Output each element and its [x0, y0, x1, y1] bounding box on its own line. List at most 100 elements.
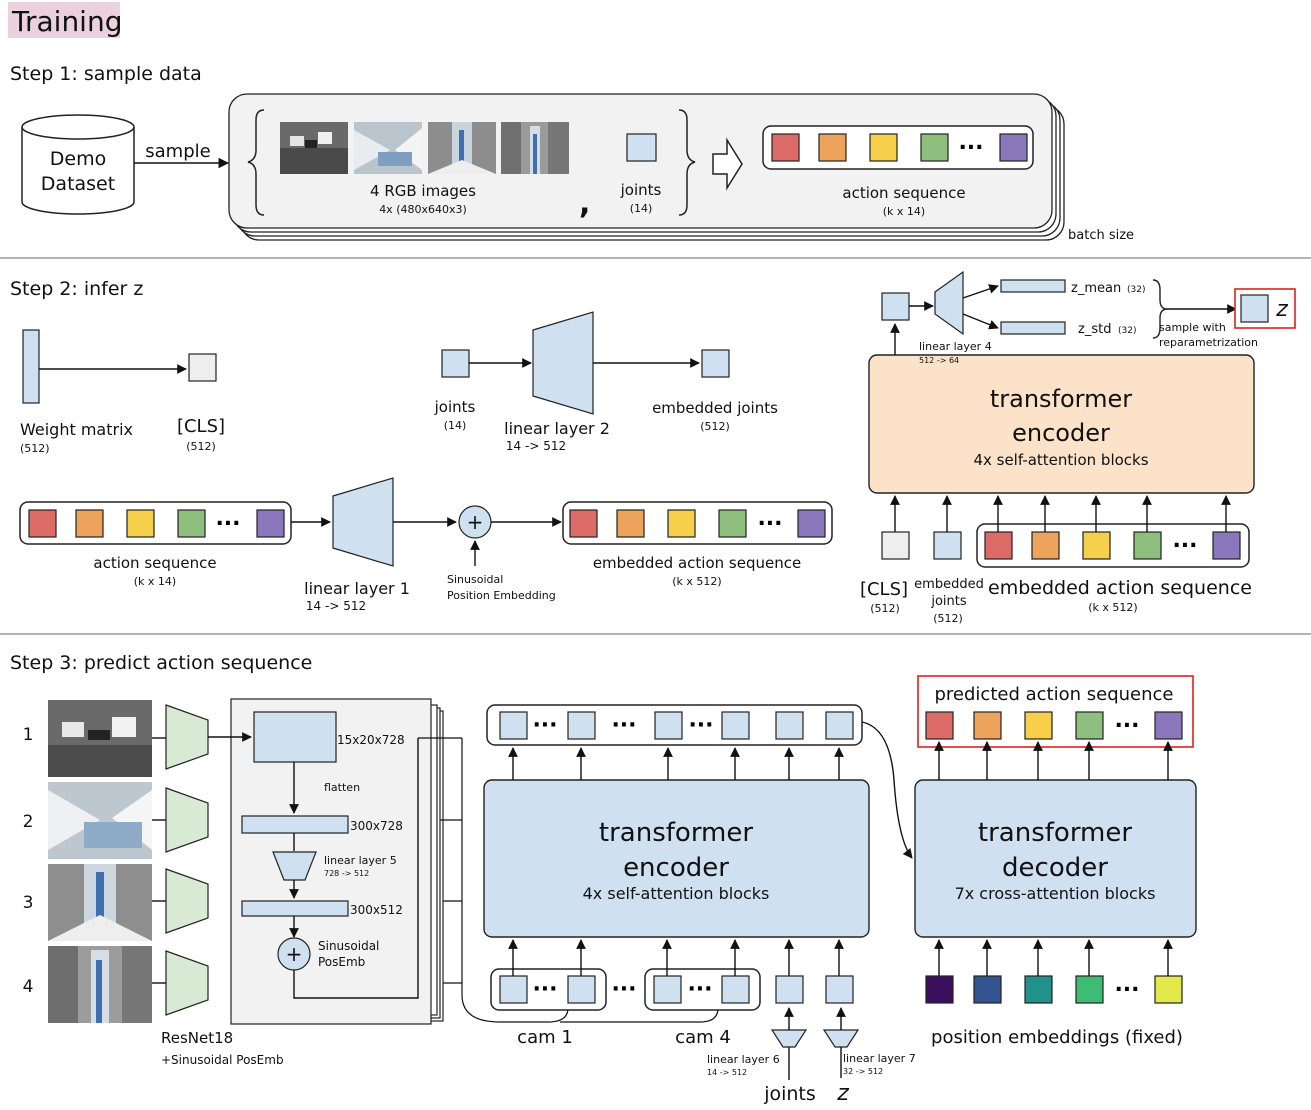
batch-size-label: batch size: [1068, 228, 1134, 243]
embedded-action-group: [562, 501, 833, 545]
enc3-title-2: encoder: [623, 853, 729, 883]
dataset-cylinder-icon: [21, 114, 135, 215]
feature-map-label-1: 15x20x728: [337, 733, 405, 747]
emb-joints-input-label-2: joints: [930, 594, 967, 609]
reparam-label: reparametrization: [1159, 336, 1258, 349]
linear7-sub: 32 -> 512: [843, 1067, 883, 1076]
cam-image-3: [48, 864, 152, 941]
camera-image-4: [501, 122, 569, 174]
feature-map-label-3: 300x512: [350, 903, 403, 917]
action-sequence-group-s2: [19, 501, 292, 545]
cam-to-resnet-lines: [152, 737, 166, 984]
action-s2-token-4: [177, 509, 206, 538]
joints-label-s2: joints: [434, 398, 476, 416]
resnet-label: ResNet18: [161, 1029, 233, 1047]
action-s1-token-2: [818, 133, 847, 162]
encoder-title-2: encoder: [1012, 419, 1110, 447]
camera-image-3: [428, 122, 496, 174]
dec-title-1: transformer: [978, 818, 1132, 848]
cam4-label: cam 4: [675, 1027, 731, 1048]
z-symbol-s3: z: [836, 1081, 849, 1106]
pos-emb-label: position embeddings (fixed): [931, 1027, 1183, 1048]
linear1-sub: 14 -> 512: [306, 599, 366, 613]
joints-token: [626, 133, 657, 162]
dec-sub: 7x cross-attention blocks: [955, 884, 1156, 903]
pos-emb-token-3: [1024, 975, 1053, 1004]
feature-loop-line: [293, 738, 419, 999]
cls-label: [CLS]: [177, 416, 225, 437]
linear1-label: linear layer 1: [304, 579, 410, 598]
z-std-sub: (32): [1118, 326, 1136, 336]
cam-image-1: [48, 700, 152, 777]
encoder-output-token-5: [775, 711, 804, 740]
right-brace: [678, 109, 696, 216]
z-mean-sub: (32): [1127, 285, 1145, 295]
predicted-token-1: [925, 711, 954, 740]
linear7-label: linear layer 7: [843, 1052, 916, 1065]
linear-layer-1-icon: [332, 477, 394, 567]
linear2-sub: 14 -> 512: [506, 439, 566, 453]
encoder-output-token-2: [567, 711, 596, 740]
action-sequence-group: [762, 125, 1034, 170]
sinusoidal-label-2: Position Embedding: [447, 589, 556, 602]
cam-gap-ellipsis: ···: [611, 977, 636, 1002]
cam-number-2: 2: [23, 812, 34, 832]
cls-token: [188, 353, 217, 382]
pos-emb-token-2: [973, 975, 1002, 1004]
camera-image-1: [280, 122, 348, 174]
emb-action-label: embedded action sequence: [593, 554, 801, 572]
cam4-ellipsis: ···: [687, 977, 712, 1002]
emb-action-s2-token-5: [797, 509, 826, 538]
step3-heading: Step 3: predict action sequence: [10, 652, 312, 674]
linear-layer-5-icon: [272, 851, 317, 881]
embedded-joints-input-token: [933, 531, 962, 560]
encoder-title-1: transformer: [990, 385, 1132, 413]
linear-layer-6-icon: [770, 1029, 808, 1048]
action-s2-token-1: [28, 509, 57, 538]
linear4-sub: 512 -> 64: [919, 356, 959, 365]
z-mean-vector: [1000, 279, 1066, 293]
emb-action-s2-token-2: [616, 509, 645, 538]
images-sub: 4x (480x640x3): [379, 203, 467, 216]
encoder-output-ellipsis-2: ···: [611, 713, 636, 738]
emb-action-s2-token-4: [718, 509, 747, 538]
emb-joints-input-label-1: embedded: [914, 577, 984, 592]
encoder-input-token-5: [775, 975, 804, 1004]
action-s1-ellipsis: ···: [958, 136, 983, 161]
encoder-sub: 4x self-attention blocks: [973, 451, 1148, 469]
enc-input-token-3: [1082, 531, 1111, 560]
resnet-sub: +Sinusoidal PosEmb: [161, 1053, 284, 1067]
linear-layer-2-icon: [532, 311, 594, 415]
action-s1-token-1: [771, 133, 800, 162]
encoder-output-ellipsis-3: ···: [688, 713, 713, 738]
cam-number-4: 4: [23, 977, 34, 997]
joints-sub: (14): [630, 202, 653, 215]
action-s1-token-5: [999, 133, 1028, 162]
transformer-encoder-s3: [483, 779, 870, 938]
encoder-input-token-4: [721, 975, 750, 1004]
weight-matrix-label: Weight matrix: [20, 420, 133, 439]
sinusoidal-label-1: Sinusoidal: [447, 573, 503, 586]
linear5-label: linear layer 5: [324, 854, 397, 867]
feature-300x728: [241, 815, 349, 834]
linear-layer-4-icon: [934, 270, 964, 336]
encoder-input-token-1: [499, 975, 528, 1004]
linear6-sub: 14 -> 512: [707, 1068, 747, 1077]
action-s1-token-4: [920, 133, 949, 162]
sample-with-label: sample with: [1159, 321, 1226, 334]
cls-output-token: [881, 292, 910, 321]
predicted-token-4: [1075, 711, 1104, 740]
cam-number-1: 1: [23, 725, 34, 745]
transformer-encoder-s2: [868, 354, 1255, 494]
weight-matrix-sub: (512): [20, 442, 50, 455]
linear4-to-zstd-arrow: [962, 313, 999, 330]
cam-image-4: [48, 946, 152, 1023]
enc-input-token-5: [1212, 531, 1241, 560]
cam1-ellipsis: ···: [532, 977, 557, 1002]
enc-input-ellipsis: ···: [1172, 534, 1197, 559]
encoder-output-token-6: [825, 711, 854, 740]
z-std-vector: [1000, 321, 1066, 335]
linear6-label: linear layer 6: [707, 1053, 780, 1066]
camera-image-2: [354, 122, 422, 174]
enc-input-token-4: [1133, 531, 1162, 560]
